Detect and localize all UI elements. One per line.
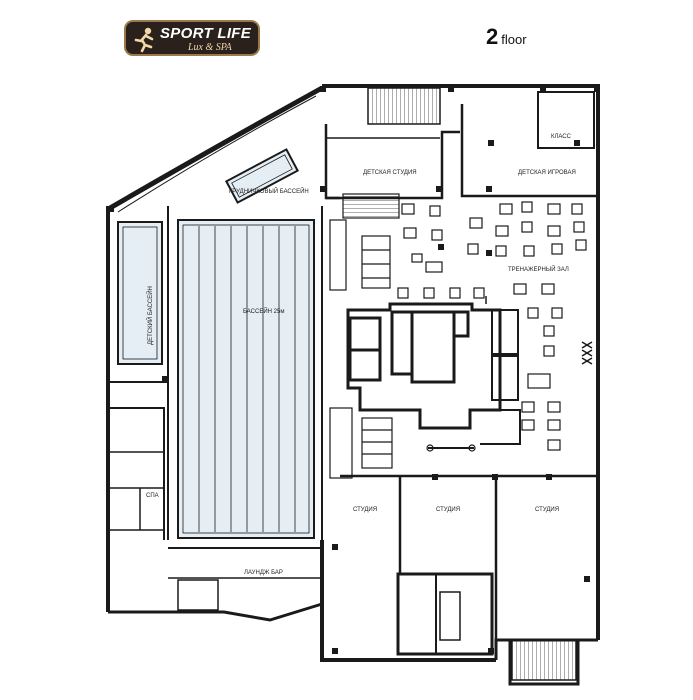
room-label-kids-studio: ДЕТСКАЯ СТУДИЯ	[363, 170, 417, 176]
exterior-walls	[106, 84, 600, 686]
room-label-kids-pool-small: ГРУДНИЧКОВЫЙ БАССЕЙН	[229, 187, 309, 195]
logo-subtitle: Lux & SPA	[188, 42, 232, 53]
floor-number: 2	[486, 24, 499, 49]
sport-life-logo: SPORT LIFE Lux & SPA	[124, 20, 260, 56]
room-label-kids-playroom: ДЕТСКАЯ ИГРОВАЯ	[518, 170, 576, 176]
room-label-studio-2: СТУДИЯ	[436, 507, 460, 513]
structural-columns	[108, 86, 600, 654]
room-label-studio-1: СТУДИЯ	[353, 507, 377, 513]
locker-rows	[329, 219, 393, 479]
core-block	[346, 302, 521, 445]
room-label-kids-pool: ДЕТСКИЙ БАССЕЙН	[146, 286, 154, 345]
gym-equipment	[397, 201, 587, 452]
room-label-studio-3: СТУДИЯ	[535, 507, 559, 513]
room-label-class: КЛАСС	[551, 134, 572, 140]
room-label-gym: ТРЕНАЖЕРНЫЙ ЗАЛ	[508, 265, 569, 273]
runner-icon	[134, 27, 154, 53]
window-marks	[581, 341, 593, 365]
pools	[117, 148, 315, 539]
room-label-pool-25m: БАССЕЙН 25м	[243, 307, 284, 315]
floor-word: floor	[501, 32, 527, 47]
interior-walls	[108, 91, 600, 660]
stairs	[342, 87, 577, 681]
room-label-spa: СПА	[146, 493, 159, 499]
logo-brand-text: SPORT LIFE	[160, 25, 252, 42]
room-label-lounge-bar: ЛАУНДЖ БАР	[244, 570, 283, 576]
